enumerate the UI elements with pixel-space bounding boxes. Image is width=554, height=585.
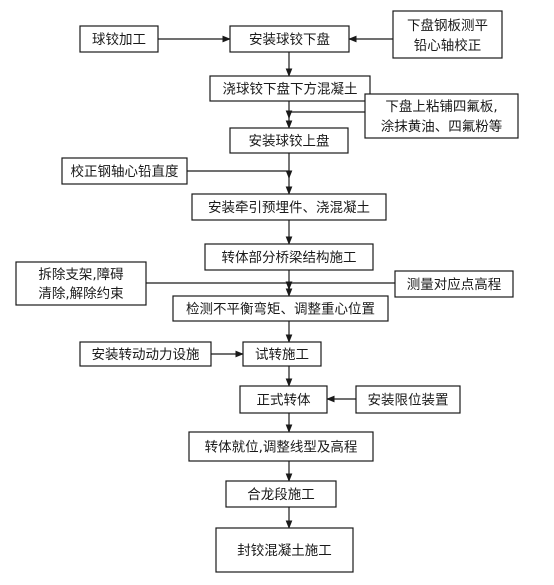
node-check-moment-cg: 检测不平衡弯矩、调整重心位置 xyxy=(172,295,389,322)
node-install-traction-pour: 安装牵引预埋件、浇混凝土 xyxy=(191,193,387,221)
svg-text:拆除支架,障碍: 拆除支架,障碍 xyxy=(38,267,123,283)
node-positioning-adjust: 转体就位,调整线型及高程 xyxy=(188,431,374,462)
node-install-limit-device: 安装限位装置 xyxy=(355,385,461,414)
node-measure-elevation: 测量对应点高程 xyxy=(394,270,514,298)
node-ptfe-plate-grease: 下盘上粘铺四氟板, 涂抹黄油、四氟粉等 xyxy=(364,93,519,139)
svg-text:清除,解除约束: 清除,解除约束 xyxy=(38,286,124,302)
svg-text:校正钢轴心铅直度: 校正钢轴心铅直度 xyxy=(71,163,179,180)
svg-text:转体部分桥梁结构施工: 转体部分桥梁结构施工 xyxy=(222,250,357,266)
svg-text:安装限位装置: 安装限位装置 xyxy=(368,393,449,409)
node-formal-rotation: 正式转体 xyxy=(239,385,328,414)
svg-text:合龙段施工: 合龙段施工 xyxy=(247,487,315,503)
node-install-lower-plate: 安装球铰下盘 xyxy=(229,25,350,53)
svg-text:封铰混凝土施工: 封铰混凝土施工 xyxy=(237,543,332,559)
node-remove-supports: 拆除支架,障碍 清除,解除约束 xyxy=(15,261,147,306)
svg-text:涂抹黄油、四氟粉等: 涂抹黄油、四氟粉等 xyxy=(381,118,503,135)
node-rotating-beam-construction: 转体部分桥梁结构施工 xyxy=(204,243,374,271)
edge-ptfe-to-main xyxy=(285,110,365,119)
node-ball-hinge-processing: 球铰加工 xyxy=(79,25,159,53)
edge-pin-to-main xyxy=(187,170,293,179)
connectors xyxy=(146,35,395,529)
edge-measure-to-main xyxy=(285,281,395,290)
node-pour-concrete-under-lower-plate: 浇球铰下盘下方混凝土 xyxy=(209,75,371,102)
svg-text:安装球铰下盘: 安装球铰下盘 xyxy=(249,31,330,48)
svg-text:检测不平衡弯矩、调整重心位置: 检测不平衡弯矩、调整重心位置 xyxy=(186,301,375,318)
node-lower-plate-level-correct: 下盘钢板测平 铅心轴校正 xyxy=(392,10,503,59)
svg-text:铅心轴校正: 铅心轴校正 xyxy=(414,37,482,54)
node-closure-segment: 合龙段施工 xyxy=(225,480,337,508)
svg-text:安装球铰上盘: 安装球铰上盘 xyxy=(249,133,330,150)
edge-remove-to-main xyxy=(146,281,293,290)
svg-text:浇球铰下盘下方混凝土: 浇球铰下盘下方混凝土 xyxy=(223,81,358,98)
svg-text:安装牵引预埋件、浇混凝土: 安装牵引预埋件、浇混凝土 xyxy=(208,200,370,216)
svg-text:下盘上粘铺四氟板,: 下盘上粘铺四氟板, xyxy=(385,98,497,115)
svg-text:安装转动动力设施: 安装转动动力设施 xyxy=(92,347,200,363)
node-install-power-facility: 安装转动动力设施 xyxy=(79,341,212,367)
node-trial-rotation: 试转施工 xyxy=(242,341,322,367)
node-install-upper-plate: 安装球铰上盘 xyxy=(229,127,349,154)
svg-text:试转施工: 试转施工 xyxy=(255,347,309,363)
svg-text:正式转体: 正式转体 xyxy=(257,393,311,409)
node-correct-pin-vertical: 校正钢轴心铅直度 xyxy=(61,157,188,185)
svg-text:转体就位,调整线型及高程: 转体就位,调整线型及高程 xyxy=(205,439,358,456)
svg-text:球铰加工: 球铰加工 xyxy=(92,32,146,48)
svg-text:测量对应点高程: 测量对应点高程 xyxy=(407,276,502,293)
svg-text:下盘钢板测平: 下盘钢板测平 xyxy=(407,17,488,34)
node-seal-hinge-concrete: 封铰混凝土施工 xyxy=(215,527,354,573)
